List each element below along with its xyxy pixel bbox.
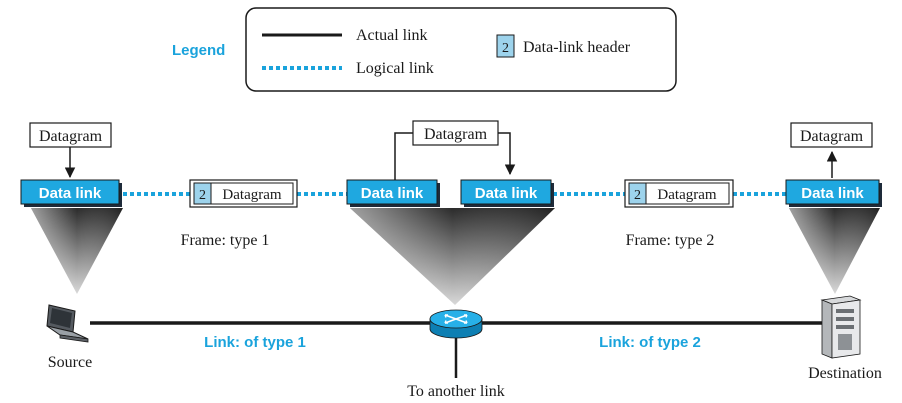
legend-header-swatch <box>496 34 515 58</box>
frame-header-number: 2 <box>634 188 641 203</box>
router-data-link-right-box <box>460 179 552 205</box>
legend-logical-link-label: Logical link <box>356 60 434 77</box>
frame-header-box <box>193 182 212 205</box>
router-datagram-label: Datagram <box>424 126 488 143</box>
router-data-link-left-box <box>346 179 438 205</box>
destination-datagram-label: Datagram <box>800 128 864 145</box>
frame-header-box <box>628 182 647 205</box>
router-node: Datagram Data link Data link <box>346 120 554 207</box>
frame-header-number: 2 <box>199 188 206 203</box>
destination-data-link-box <box>785 179 880 205</box>
link-type-2-label: Link: of type 2 <box>599 334 701 351</box>
router-up-connector <box>394 132 413 180</box>
destination-datagram-box <box>790 122 873 148</box>
source-datagram-label: Datagram <box>39 128 103 145</box>
frame-caption: Frame: type 1 <box>181 232 270 249</box>
source-data-link-box <box>20 179 120 205</box>
frame-caption: Frame: type 2 <box>626 232 715 249</box>
router-icon <box>429 309 483 339</box>
frame-type-2: 2 Datagram Frame: type 2 <box>624 179 734 249</box>
destination-node: Datagram Data link <box>785 122 882 207</box>
physical-links: Link: of type 1 Link: of type 2 <box>90 321 822 378</box>
legend: Legend Actual link Logical link 2 Data-l… <box>172 7 677 92</box>
frame-payload-label: Datagram <box>657 187 716 203</box>
router-down-arrow <box>498 132 516 176</box>
router-datagram-box <box>412 120 499 146</box>
legend-header-number: 2 <box>502 41 509 56</box>
to-another-link-label: To another link <box>407 383 505 400</box>
source-node: Datagram Data link <box>20 122 122 207</box>
legend-title: Legend <box>172 42 225 59</box>
router-data-link-left-label: Data link <box>361 185 424 202</box>
router-data-link-right-label: Data link <box>475 185 538 202</box>
legend-box <box>245 7 677 92</box>
funnels <box>31 208 880 305</box>
source-label: Source <box>48 354 92 371</box>
destination-label: Destination <box>808 365 882 382</box>
legend-header-label: Data-link header <box>523 39 631 56</box>
destination-data-link-label: Data link <box>801 185 864 202</box>
frame-type-1: 2 Datagram Frame: type 1 <box>181 179 298 249</box>
source-data-link-label: Data link <box>39 185 102 202</box>
source-datagram-box <box>29 122 112 148</box>
legend-actual-link-label: Actual link <box>356 27 428 44</box>
frame-payload-label: Datagram <box>222 187 281 203</box>
laptop-icon <box>46 304 89 343</box>
link-type-1-label: Link: of type 1 <box>204 334 306 351</box>
server-icon <box>820 295 862 359</box>
